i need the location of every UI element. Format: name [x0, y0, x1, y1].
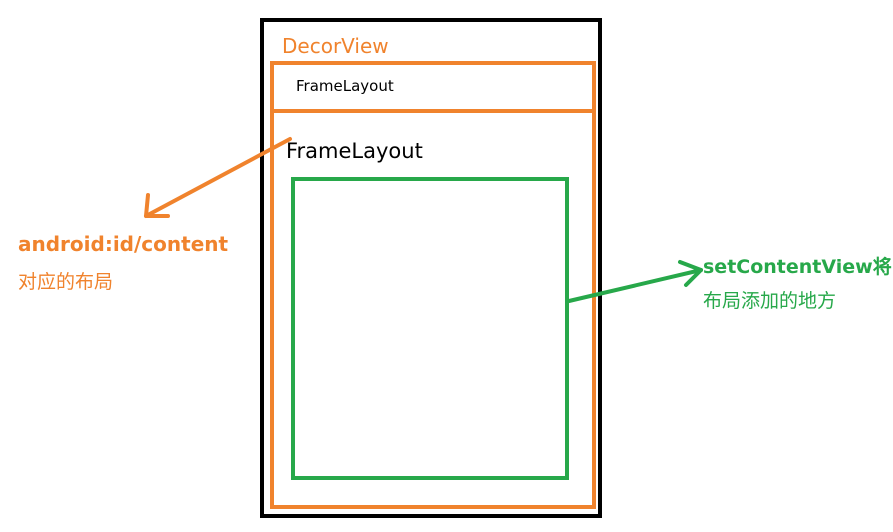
green-arrow-icon [567, 260, 703, 303]
phone-window-frame [260, 18, 602, 518]
title-framelayout-label: FrameLayout [296, 77, 394, 95]
title-framelayout-box [270, 61, 596, 113]
setcontentview-label: setContentView将 [703, 256, 892, 278]
orange-arrow-icon [144, 137, 292, 218]
content-id-description: 对应的布局 [18, 271, 114, 293]
content-view-area-box [291, 177, 569, 480]
setcontentview-description: 布局添加的地方 [703, 290, 837, 312]
decorview-label: DecorView [282, 34, 389, 58]
content-framelayout-label: FrameLayout [286, 139, 423, 163]
content-id-label: android:id/content [18, 232, 229, 256]
content-framelayout-box [270, 109, 596, 509]
